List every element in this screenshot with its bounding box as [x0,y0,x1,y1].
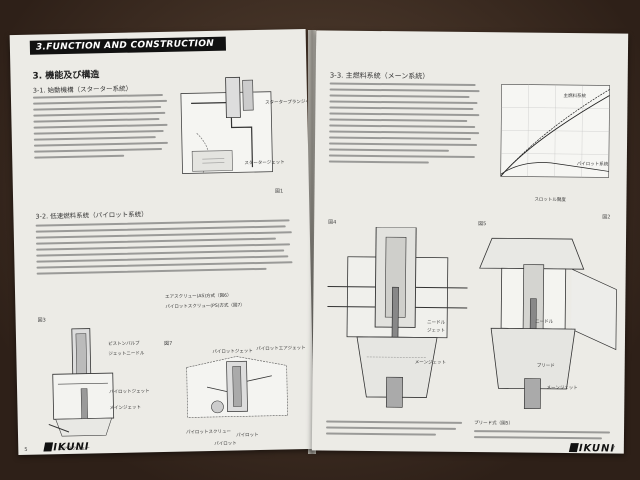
starter-system-title: 3-1. 始動機構（スターター系統） [32,84,133,95]
fuel-flow-graph [500,84,610,178]
fig7-label: 図7 [164,340,173,347]
fig4-caption-text [325,420,466,440]
starter-diagram [180,76,273,174]
starter-label-jet: スタータージェット [244,160,285,167]
logo-m-mark [43,442,54,452]
starter-system-text [32,93,169,163]
graph-label-main: 主燃料系統 [563,93,587,100]
fig7-label-screw: パイロットスクリュー [185,429,232,436]
fig7-label-air-jet: パイロットエアジェット [256,346,306,353]
mikuni-logo-right: IKUNI [568,443,615,454]
bleed-caption: ブリード式（図5） [474,421,513,427]
fig3-label: 図3 [37,317,46,324]
fig5-label: 図5 [478,221,487,228]
note-as: エアスクリュー(AS)方式（図6） [165,293,232,300]
starter-label-plunger: スタータープランジャー [265,99,315,106]
page-number-right: 7 [611,445,616,452]
pilot-system-diagram [48,328,115,437]
left-page: 3.FUNCTION AND CONSTRUCTION 3. 機能及び構造 3-… [9,28,315,456]
fig4-label-main-jet: メーンジェット [414,360,447,366]
page-number-left: 5 [24,446,28,453]
fig4-label-jet: ジェット [427,328,446,334]
fig5-label-bleed: ブリード [536,363,555,369]
fig4-label: 図4 [328,219,337,226]
section-banner: 3.FUNCTION AND CONSTRUCTION [29,36,227,55]
book-gutter [308,30,316,454]
pilot-system-text [35,219,295,278]
graph-label-throttle: スロットル開度 [534,197,566,204]
main-system-diagram-a [327,226,468,408]
note-ps: パイロットスクリュー(PS)方式（図7） [165,303,245,310]
pilot-label-piston: ピストンバルブ [108,341,140,348]
fig5-label-needle: ニードル [535,319,554,325]
main-system-diagram-b [479,237,617,410]
right-page: 3-3. 主燃料系統（メーン系統） 主燃料系統 パイロット系統 スロットル開度 … [311,30,629,454]
pilot-system-title: 3-2. 低速燃料系統（パイロット系統） [35,210,148,221]
logo-m-mark [568,443,579,453]
pilot-label-needle: ジェットニードル [108,351,145,358]
section-title: 3. 機能及び構造 [32,70,100,82]
fig5-label-main-jet: メーンジェット [546,385,578,392]
fig7-label-pilot-jet: パイロットジェット [212,349,253,355]
pilot-label-main-jet: メインジェット [109,405,142,412]
fig4-label-needle: ニードル [427,320,446,326]
main-system-title: 3-3. 主燃料系統（メーン系統） [329,71,430,81]
fig2-label: 図2 [602,214,611,221]
fig7-label-pilot-a: パイロット [236,433,259,439]
main-system-text [328,82,480,169]
fig7-label-pilot-b: パイロット [214,441,237,447]
fig1-label: 図1 [274,188,284,195]
pilot-label-pilot-jet: パイロットジェット [109,389,150,396]
graph-label-pilot: パイロット系統 [576,162,609,168]
pilot-screw-diagram [186,356,288,418]
fig5-caption-text [473,430,614,443]
mikuni-logo-left: IKUNI [43,442,90,454]
